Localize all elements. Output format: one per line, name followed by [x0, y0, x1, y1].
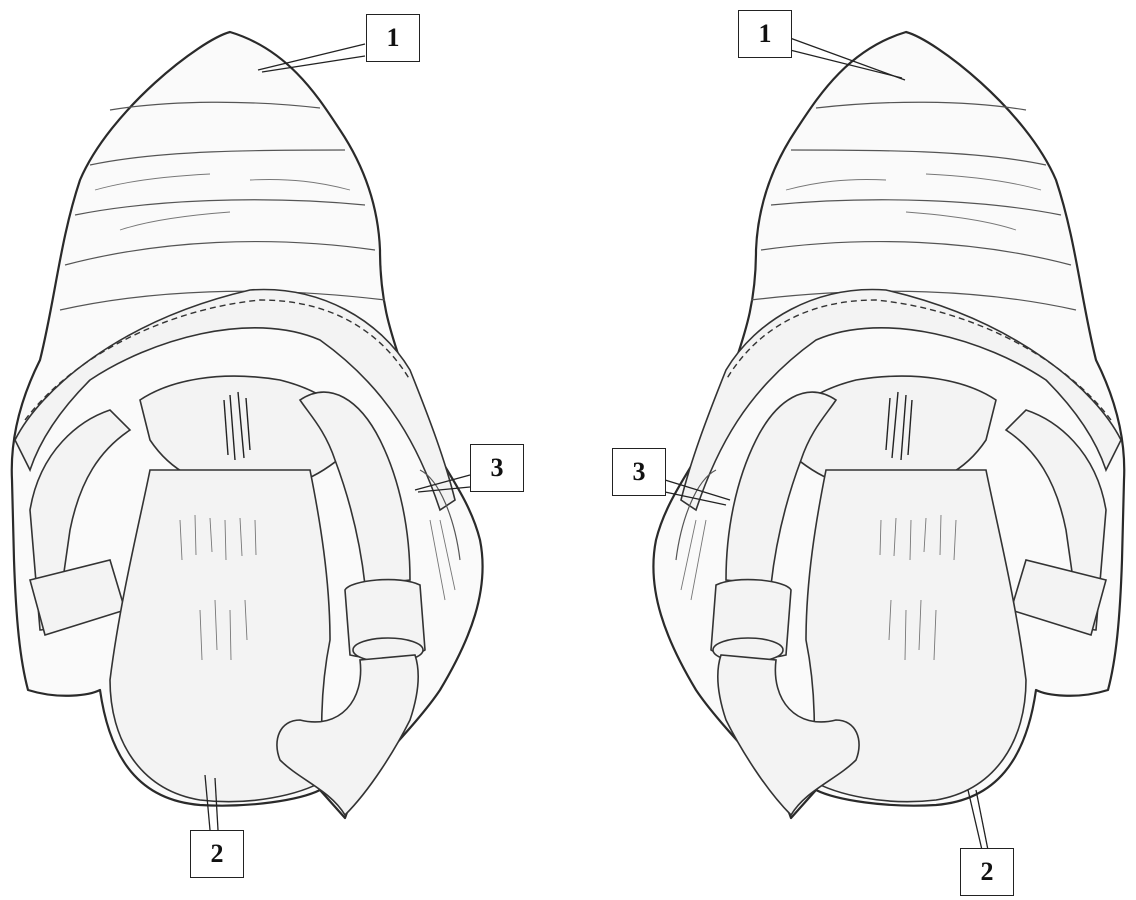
right-label-3: 3 [612, 448, 666, 496]
right-organ-drawing [653, 32, 1124, 818]
left-label-3: 3 [470, 444, 524, 492]
left-organ-drawing [12, 32, 483, 818]
left-label-1: 1 [366, 14, 420, 62]
right-label-2: 2 [960, 848, 1014, 896]
right-label-1: 1 [738, 10, 792, 58]
left-label-2: 2 [190, 830, 244, 878]
